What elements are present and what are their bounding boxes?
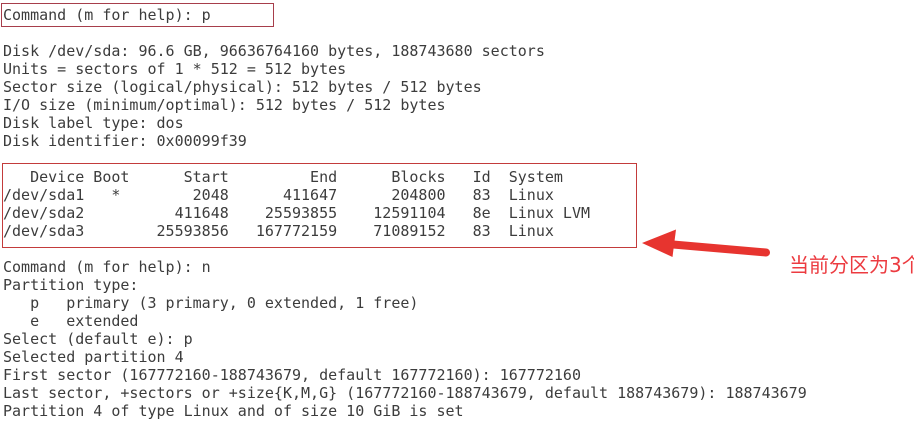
- annotation-note-text: 当前分区为3个: [789, 253, 914, 277]
- terminal-line-selected-partition: Selected partition 4: [3, 348, 184, 366]
- terminal-line-option-extended: e extended: [3, 312, 139, 330]
- partition-table-row-sda3: /dev/sda3 25593856 167772159 71089152 83…: [3, 222, 554, 240]
- terminal-line-blank: [3, 24, 903, 42]
- partition-table-row-sda1: /dev/sda1 * 2048 411647 204800 83 Linux: [3, 186, 554, 204]
- annotation-arrow-shaft: [669, 240, 770, 257]
- terminal-line-partition-set: Partition 4 of type Linux and of size 10…: [3, 402, 464, 420]
- terminal-line-label-type: Disk label type: dos: [3, 114, 184, 132]
- terminal-line-last-sector: Last sector, +sectors or +size{K,M,G} (1…: [3, 384, 807, 402]
- annotation-arrow-head: [642, 229, 676, 257]
- terminal-line-option-primary: p primary (3 primary, 0 extended, 1 free…: [3, 294, 419, 312]
- terminal-line-blank: [3, 150, 903, 168]
- annotation-arrow-icon: [642, 229, 770, 257]
- terminal-line-identifier: Disk identifier: 0x00099f39: [3, 132, 247, 150]
- terminal-line-sector-size: Sector size (logical/physical): 512 byte…: [3, 78, 482, 96]
- terminal-line-disk-summary: Disk /dev/sda: 96.6 GB, 96636764160 byte…: [3, 42, 545, 60]
- partition-table-header: Device Boot Start End Blocks Id System: [3, 168, 563, 186]
- terminal-line-command-n: Command (m for help): n: [3, 258, 211, 276]
- terminal-line-select-default: Select (default e): p: [3, 330, 193, 348]
- terminal-line-io-size: I/O size (minimum/optimal): 512 bytes / …: [3, 96, 446, 114]
- terminal-line-units: Units = sectors of 1 * 512 = 512 bytes: [3, 60, 347, 78]
- partition-table-row-sda2: /dev/sda2 411648 25593855 12591104 8e Li…: [3, 204, 590, 222]
- terminal-line-first-sector: First sector (167772160-188743679, defau…: [3, 366, 581, 384]
- terminal-line-partition-type: Partition type:: [3, 276, 139, 294]
- terminal-line-command-p: Command (m for help): p: [3, 6, 211, 24]
- terminal-output[interactable]: Command (m for help): p Disk /dev/sda: 9…: [3, 6, 903, 420]
